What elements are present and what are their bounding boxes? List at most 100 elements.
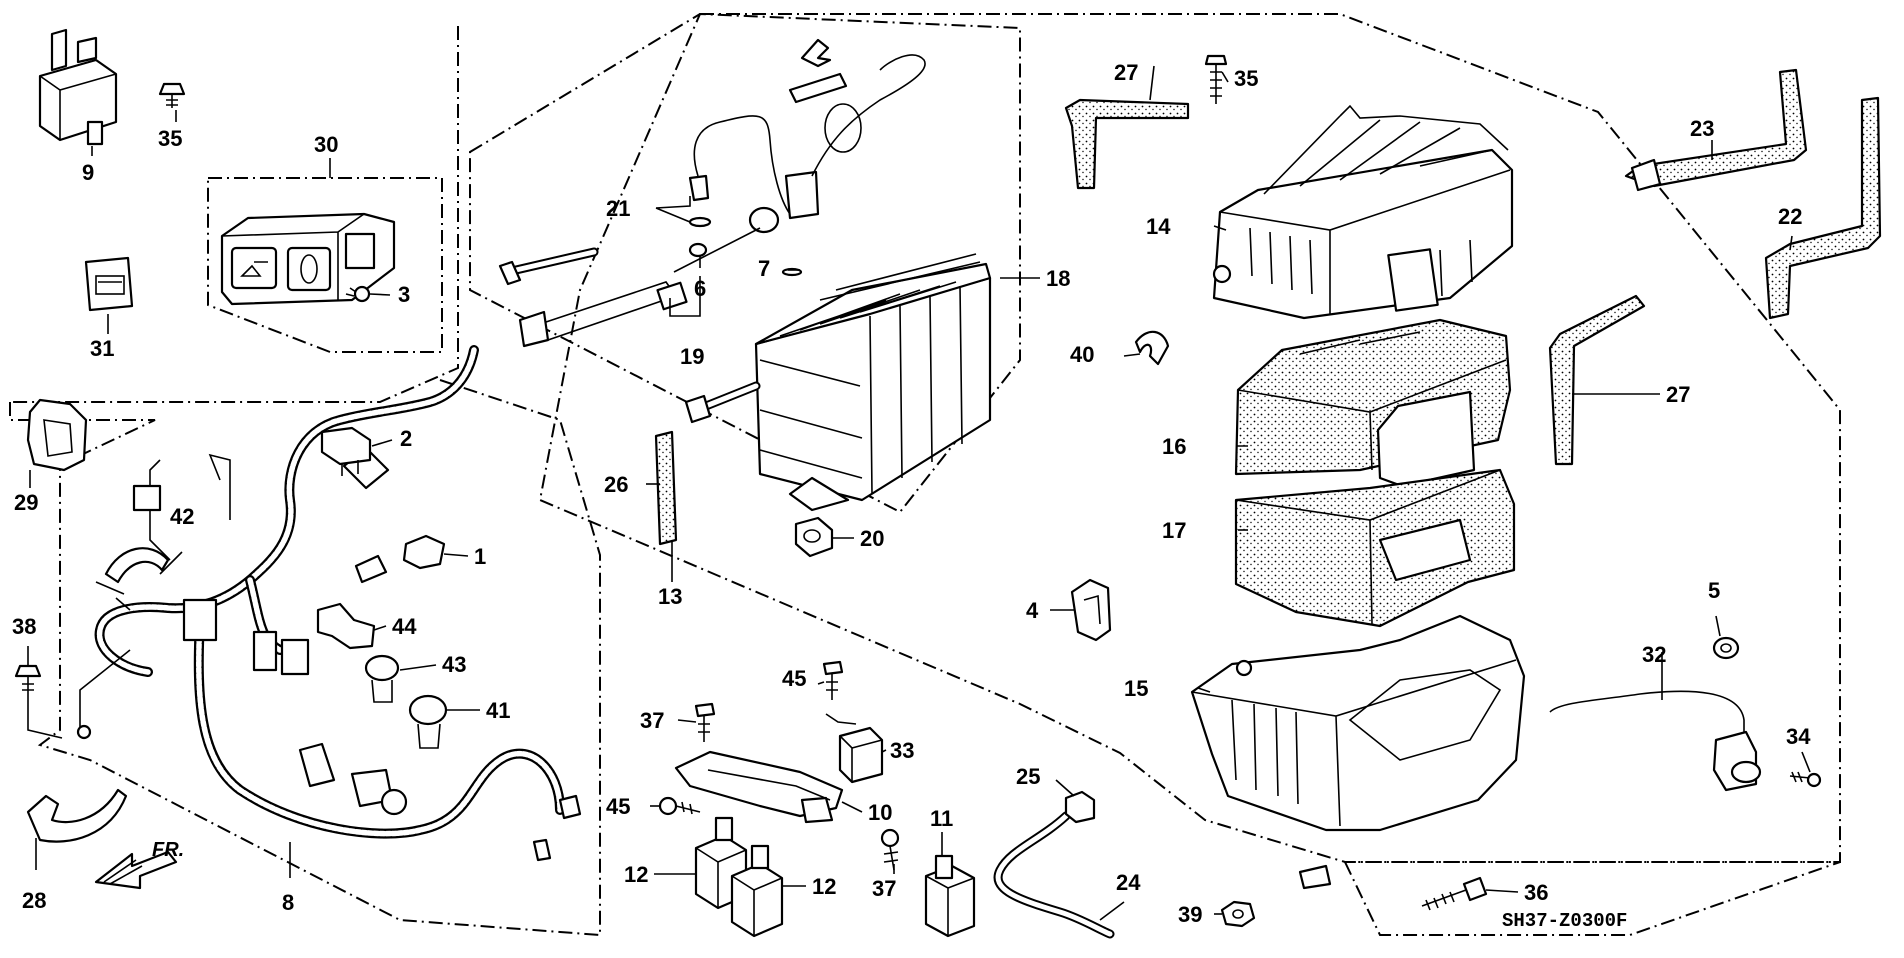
connector-2-illustration [320,426,372,476]
callout-10: 10 [868,800,892,825]
evaporator-core-illustration [684,253,992,512]
callout-26: 26 [604,472,628,497]
callout-18: 18 [1046,266,1070,291]
lower-right-outline [1343,861,1841,936]
callout-42: 42 [170,504,194,529]
callout-40: 40 [1070,342,1094,367]
leader-lines [27,65,1811,921]
clamp-43-illustration [364,654,400,703]
foam-27-top-illustration [1064,98,1190,190]
callout-30: 30 [314,132,338,157]
bracket-23-illustration [1624,68,1808,192]
callout-33: 33 [890,738,914,763]
callout-21: 21 [606,196,630,221]
relay-11-illustration [924,854,976,938]
clip-1-illustration [402,534,446,570]
screw-34-illustration [1789,771,1822,788]
callout-37-lower: 37 [872,876,896,901]
callout-45-lower: 45 [606,794,630,819]
screw-37-lower-illustration [880,828,900,871]
callout-14: 14 [1146,214,1171,239]
callout-29: 29 [14,490,38,515]
cap-20-illustration [794,516,834,558]
group-outlines [9,12,1841,937]
clamp-41-illustration [408,694,448,749]
fr-label: FR. [152,839,184,861]
callout-8: 8 [282,890,294,915]
callout-45-upper: 45 [782,666,806,691]
bolt-36-illustration [1421,876,1488,911]
foam-27-right-illustration [1548,294,1646,466]
screw-3-illustration [345,285,371,303]
callout-22: 22 [1778,204,1802,229]
callout-25: 25 [1016,764,1040,789]
grommet-42-illustration [95,547,170,611]
screw-37-upper-illustration [694,702,716,742]
callout-6: 6 [694,276,706,301]
bolt-38-illustration [14,664,42,696]
callout-13: 13 [658,584,682,609]
callout-31: 31 [90,336,114,361]
callout-43: 43 [442,652,466,677]
actuator-32-illustration [1549,690,1762,792]
callout-39: 39 [1178,902,1202,927]
diagram-code: SH37-Z0300F [1502,910,1627,932]
heater-unit-group-outline [538,13,1841,863]
callout-5: 5 [1708,578,1720,603]
upper-case-14-illustration [1212,104,1514,320]
relay-12-right-illustration [730,844,784,938]
callout-labels: 9 35 30 3 31 29 2 1 42 44 43 41 38 28 8 … [12,60,1811,932]
callout-24: 24 [1116,870,1141,895]
callout-15: 15 [1124,676,1148,701]
wire-harness-8-illustration [76,345,582,862]
seal-26-illustration [654,430,678,546]
clip-44-illustration [316,602,376,650]
callout-27-top: 27 [1114,60,1138,85]
bracket-4-illustration [1070,578,1112,642]
callout-7: 7 [758,256,770,281]
callout-38: 38 [12,614,36,639]
callout-35-mid: 35 [1234,66,1258,91]
relay-33-illustration [825,713,884,784]
bracket-28-illustration [26,788,128,843]
screw-35-mid-illustration [1204,54,1228,104]
callout-16: 16 [1162,434,1186,459]
expansion-valve-illustration [748,38,926,277]
callout-34: 34 [1786,724,1811,749]
nut-39-illustration [1220,900,1256,928]
screw-45-upper-illustration [822,660,844,700]
screw-45-lower-illustration [658,796,701,816]
switch-30-illustration [220,212,396,306]
drain-hose-24-illustration [993,811,1115,939]
relay-9-illustration [38,28,118,146]
tubes-6-19-illustration [498,227,761,348]
lower-case-15-illustration [1190,614,1526,890]
switch-31-illustration [84,256,134,312]
front-direction-arrow [94,850,178,890]
callout-9: 9 [82,160,94,185]
relay-switch-group-outline [10,26,459,403]
callout-35-left: 35 [158,126,182,151]
callout-44: 44 [392,614,417,639]
grommet-5-illustration [1712,636,1740,660]
callout-12-right: 12 [812,874,836,899]
callout-32: 32 [1642,642,1666,667]
callout-4: 4 [1026,598,1039,623]
clip-29-illustration [26,398,88,472]
callout-27-right: 27 [1666,382,1690,407]
grommet-25-illustration [1064,790,1096,824]
harness-group-outline [9,379,601,937]
heater-case-17-illustration [1234,468,1516,628]
callout-36: 36 [1524,880,1548,905]
switch-30-box-outline [207,177,443,353]
callout-12-left: 12 [624,862,648,887]
pressure-switch-21-illustration [688,115,791,228]
callout-3: 3 [398,282,410,307]
callout-41: 41 [486,698,510,723]
callout-20: 20 [860,526,884,551]
bracket-22-illustration [1764,96,1882,320]
screw-35-left-illustration [158,82,186,108]
callout-23: 23 [1690,116,1714,141]
heater-case-16-illustration [1234,318,1512,488]
